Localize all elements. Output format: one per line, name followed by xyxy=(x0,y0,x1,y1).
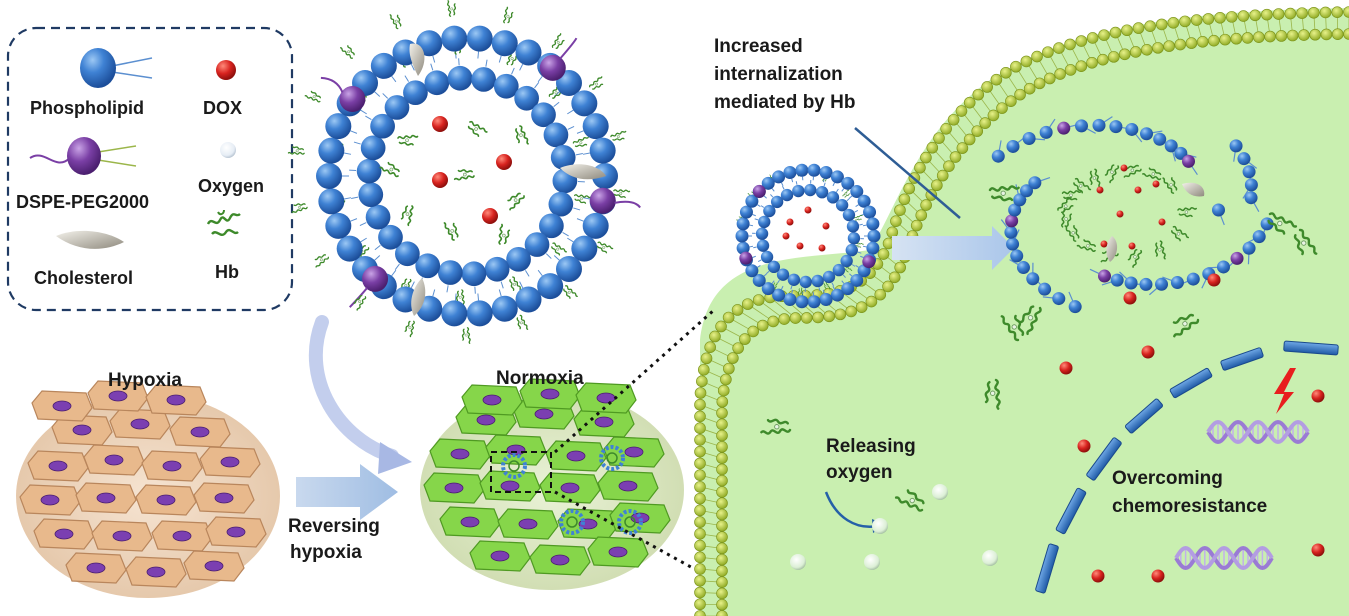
cholesterol-icon xyxy=(56,230,124,249)
legend-label-phospholipid: Phospholipid xyxy=(30,98,144,118)
nuclear-envelope xyxy=(1035,340,1339,594)
legend-label-dspe-peg: DSPE-PEG2000 xyxy=(16,192,150,212)
overcoming-label-1: Overcoming xyxy=(1112,468,1223,489)
dna-upper xyxy=(1206,419,1310,445)
liposome-small xyxy=(735,163,881,309)
legend-label-hb: Hb xyxy=(215,262,239,282)
zoom-line-bottom xyxy=(554,490,701,574)
phospholipid-icon xyxy=(80,48,153,88)
releasing-label-2: oxygen xyxy=(826,462,893,483)
release-arrow xyxy=(824,491,879,528)
curved-arrow xyxy=(308,315,399,463)
normoxia-label: Normoxia xyxy=(496,368,584,389)
internalization-arrow xyxy=(892,226,1014,270)
lightning-icon xyxy=(1274,368,1296,414)
hypoxia-cells xyxy=(19,380,267,588)
hypoxia-label: Hypoxia xyxy=(108,370,182,391)
curved-arrow-head xyxy=(378,442,412,474)
legend-label-oxygen: Oxygen xyxy=(198,176,265,196)
internalization-label-1: Increased xyxy=(714,36,803,57)
internalization-label-3: mediated by Hb xyxy=(714,92,856,113)
zoom-box xyxy=(490,451,552,493)
reversing-label-2: hypoxia xyxy=(290,542,362,563)
dna-lower xyxy=(1174,545,1274,571)
dox-icon xyxy=(216,60,236,80)
hb-icon xyxy=(206,209,241,237)
reversing-arrow xyxy=(296,464,398,520)
liposome-disrupted xyxy=(991,116,1274,314)
overcoming-label-2: chemoresistance xyxy=(1112,496,1268,517)
pointer-line xyxy=(854,127,961,219)
liposome-large xyxy=(287,0,641,344)
legend-label-cholesterol: Cholesterol xyxy=(34,268,134,288)
free-molecules xyxy=(760,185,1325,583)
legend-label-dox: DOX xyxy=(203,98,243,118)
normoxia-cells xyxy=(423,378,671,576)
reversing-label-1: Reversing xyxy=(288,516,380,537)
internalization-label-2: internalization xyxy=(714,64,843,85)
releasing-label-1: Releasing xyxy=(826,436,916,457)
oxygen-icon xyxy=(220,142,236,158)
dspe-peg-icon xyxy=(29,137,137,175)
zoom-line-top xyxy=(554,308,715,454)
